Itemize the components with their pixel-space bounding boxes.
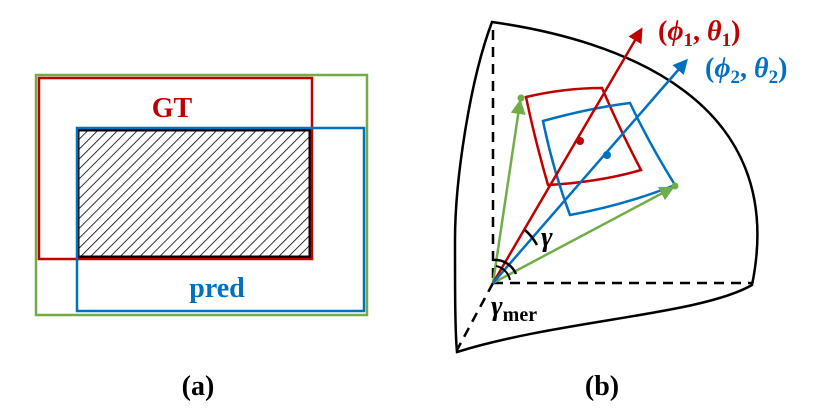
gamma-mer-arc: [492, 258, 518, 275]
point2-open: (: [705, 53, 714, 84]
blue-center-vector: [492, 58, 688, 284]
gamma-mer-symbol: γ: [491, 291, 503, 322]
axis-diagonal-dashed: [455, 282, 495, 351]
point1-close: ): [731, 16, 740, 47]
point2-comma: ,: [740, 53, 754, 84]
blue-center-point: [603, 151, 611, 159]
point1-phi-sub: 1: [684, 30, 694, 51]
gt-spherical-box: [524, 86, 643, 187]
green-endpoint-lower: [671, 182, 679, 190]
origin-corner-arc: [495, 265, 511, 281]
point1-theta-sub: 1: [722, 30, 732, 51]
gt-label: GT: [152, 93, 193, 124]
point2-label: (ϕ2, θ2): [705, 53, 787, 88]
point1-comma: ,: [693, 16, 707, 47]
sphere-octant-outline: [453, 20, 759, 354]
gamma-mer-label: γmer: [491, 291, 537, 326]
green-endpoint-upper: [517, 94, 525, 102]
gt-box: [37, 76, 314, 261]
point2-phi: ϕ: [714, 53, 730, 84]
green-vector-lower: [492, 186, 675, 285]
caption-a: (a): [182, 371, 215, 402]
point1-label: (ϕ1, θ1): [658, 16, 740, 51]
intersection-hatched-region: [76, 128, 312, 259]
point2-close: ): [778, 53, 787, 84]
red-center-vector: [491, 27, 643, 284]
panel-a: GT pred (a): [34, 73, 369, 402]
point2-theta: θ: [754, 53, 769, 84]
pred-box: [75, 126, 366, 313]
point2-phi-sub: 2: [731, 67, 741, 88]
gamma-arc: [524, 229, 539, 246]
green-vector-upper: [491, 99, 526, 284]
pred-label: pred: [189, 273, 245, 304]
gamma-mer-subscript: mer: [503, 304, 538, 326]
point1-phi: ϕ: [667, 16, 683, 47]
point1-theta: θ: [707, 16, 722, 47]
red-center-point: [576, 137, 584, 145]
caption-b: (b): [585, 371, 619, 402]
panel-b: γ γmer (ϕ1, θ1) (ϕ2, θ2) (b): [453, 16, 787, 402]
union-box: [34, 73, 369, 317]
point2-theta-sub: 2: [769, 67, 779, 88]
point1-open: (: [658, 16, 667, 47]
gamma-label: γ: [541, 222, 553, 253]
